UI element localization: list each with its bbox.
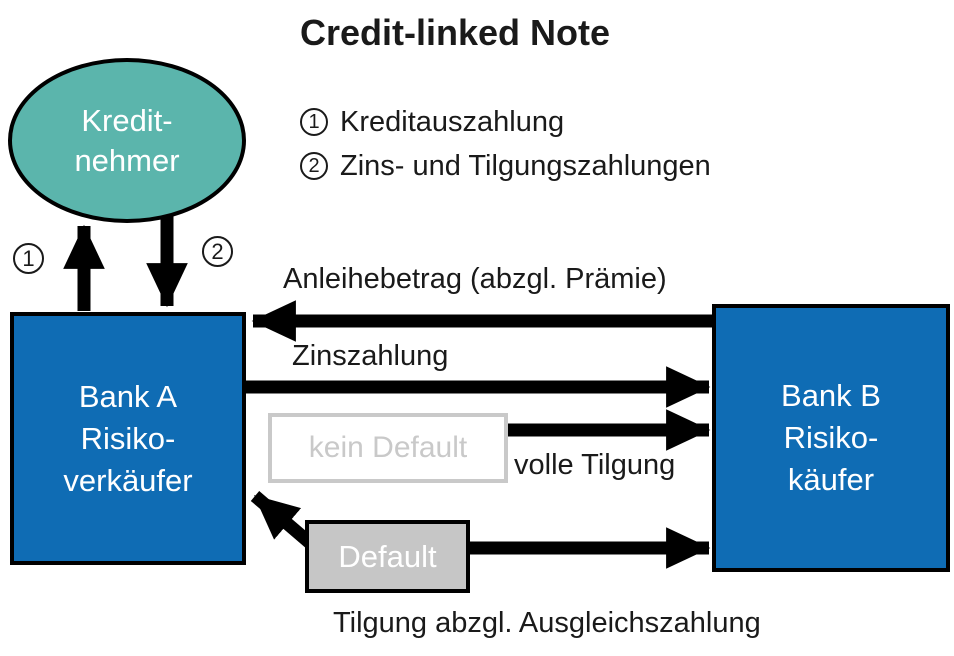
node-kein-default: kein Default: [268, 413, 508, 483]
flow-marker-1-icon: 1: [13, 243, 44, 274]
circled-2-icon: 2: [300, 152, 328, 180]
node-kreditnehmer-label: Kredit- nehmer: [74, 101, 179, 181]
bank-a-line3: verkäufer: [63, 462, 193, 498]
bank-b-line2: Risiko-: [783, 420, 879, 455]
diagram-title: Credit-linked Note: [299, 12, 611, 53]
bank-b-line3: käufer: [787, 462, 875, 497]
node-kreditnehmer: Kredit- nehmer: [8, 58, 246, 223]
node-bank-b-label: Bank B Risiko- käufer: [781, 375, 881, 501]
node-bank-a: Bank A Risiko- verkäufer: [10, 312, 246, 565]
bank-a-line2: Risiko-: [80, 420, 176, 456]
flow-label-anleihebetrag: Anleihebetrag (abzgl. Prämie): [283, 263, 667, 295]
kein-default-label: kein Default: [308, 431, 468, 464]
flow-label-tilgung-ausgleich: Tilgung abzgl. Ausgleichszahlung: [333, 607, 761, 639]
default-label: Default: [338, 538, 437, 574]
flow-label-zinszahlung: Zinszahlung: [292, 340, 449, 372]
node-bank-b: Bank B Risiko- käufer: [712, 304, 950, 572]
bank-a-line1: Bank A: [78, 378, 178, 414]
kreditnehmer-line1: Kredit-: [81, 102, 173, 138]
legend-item-zins-tilgung: 2 Zins- und Tilgungszahlungen: [300, 144, 711, 188]
circled-1-icon: 1: [300, 108, 328, 136]
legend-label-zins-tilgung: Zins- und Tilgungszahlungen: [340, 149, 711, 182]
legend-label-kreditauszahlung: Kreditauszahlung: [340, 105, 565, 138]
flow-label-volle-tilgung: volle Tilgung: [514, 449, 676, 481]
node-bank-a-label: Bank A Risiko- verkäufer: [63, 376, 192, 502]
kreditnehmer-line2: nehmer: [74, 142, 180, 178]
flow-marker-2-icon: 2: [202, 236, 233, 267]
legend: 1 Kreditauszahlung 2 Zins- und Tilgungsz…: [300, 100, 711, 188]
node-default: Default: [305, 520, 470, 593]
legend-item-kreditauszahlung: 1 Kreditauszahlung: [300, 100, 711, 144]
bank-b-line1: Bank B: [781, 378, 881, 413]
